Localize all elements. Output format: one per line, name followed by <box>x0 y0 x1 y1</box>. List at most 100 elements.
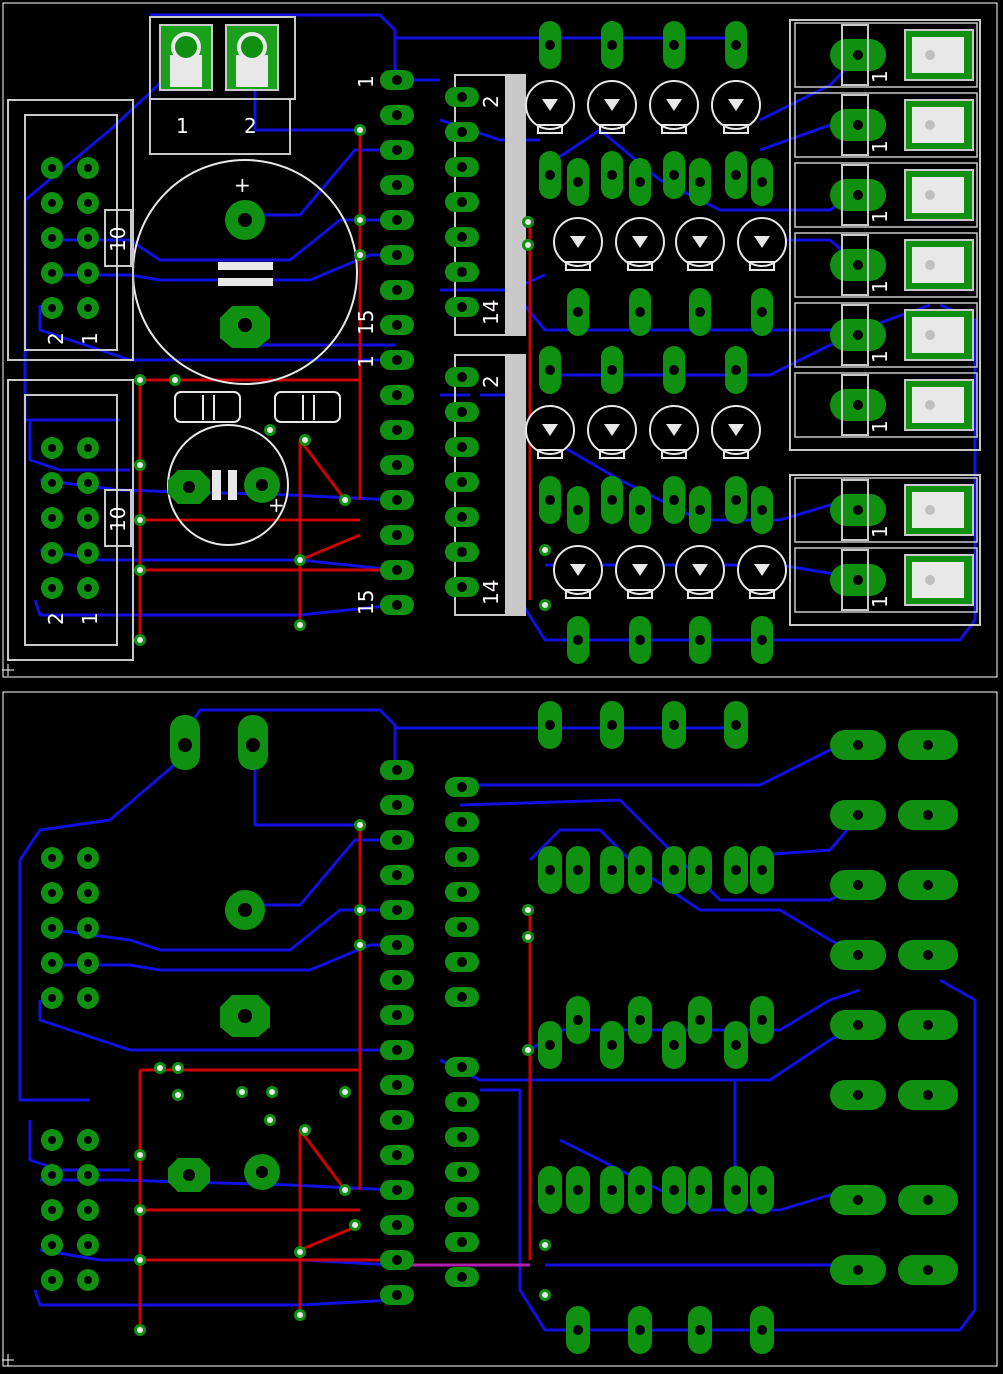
pad-hole <box>853 1265 863 1275</box>
pad-hole <box>457 1097 467 1107</box>
pad-hole <box>48 1206 56 1214</box>
pad-hole <box>392 197 402 207</box>
pad-hole <box>573 177 583 187</box>
pad-hole <box>669 865 679 875</box>
pad-hole <box>392 250 402 260</box>
via-hole <box>175 1065 181 1071</box>
pad-hole <box>757 307 767 317</box>
led-symbol <box>666 424 682 436</box>
terminal-pin1-label: 1 <box>868 525 892 538</box>
pad-hole <box>392 800 402 810</box>
pad-hole <box>392 1045 402 1055</box>
pad-hole <box>923 1265 933 1275</box>
pad-hole <box>635 177 645 187</box>
pad-hole <box>545 865 555 875</box>
via-hole <box>302 1127 308 1133</box>
via-hole <box>357 907 363 913</box>
pad-hole <box>392 600 402 610</box>
cap-plus-label: + <box>234 173 251 197</box>
pad-hole <box>923 950 933 960</box>
ic2-pin2-label: 2 <box>479 375 503 388</box>
led-symbol <box>570 564 586 576</box>
pad-hole <box>923 880 933 890</box>
ic-1: 1 15 2 14 <box>354 74 526 336</box>
pad-hole <box>392 110 402 120</box>
pad-hole <box>923 1090 933 1100</box>
pad-hole <box>457 92 467 102</box>
board-outline-top <box>2 2 998 678</box>
terminal-cell <box>794 232 978 298</box>
pad-hole <box>695 307 705 317</box>
via-hole <box>352 1222 358 1228</box>
pad-hole <box>48 444 56 452</box>
pad-hole <box>392 372 402 382</box>
pad-hole <box>84 889 92 897</box>
pad-hole <box>392 905 402 915</box>
pad-hole <box>731 495 741 505</box>
pad-hole <box>757 1325 767 1335</box>
pad-hole <box>48 1171 56 1179</box>
pad-hole <box>457 407 467 417</box>
pad-hole <box>392 320 402 330</box>
pad-hole <box>48 164 56 172</box>
header-pads <box>41 157 99 599</box>
pad-hole <box>457 162 467 172</box>
pad-hole <box>573 1325 583 1335</box>
led-symbol <box>604 99 620 111</box>
pad-hole <box>84 994 92 1002</box>
pad-hole <box>695 1185 705 1195</box>
pad-hole <box>392 765 402 775</box>
via-hole <box>157 1065 163 1071</box>
led-flat <box>687 589 713 599</box>
pad-hole <box>48 924 56 932</box>
pad-hole <box>573 1185 583 1195</box>
pad-hole <box>607 495 617 505</box>
hdr2-1-label: 1 <box>78 612 102 625</box>
pad-hole <box>457 1237 467 1247</box>
hdr1-10-label: 10 <box>106 227 130 252</box>
via-hole <box>137 1257 143 1263</box>
pad-hole <box>457 267 467 277</box>
pad-hole <box>853 575 863 585</box>
pad-hole <box>457 1167 467 1177</box>
via-hole <box>137 517 143 523</box>
via-hole <box>357 127 363 133</box>
terminal-cell <box>794 162 978 228</box>
pad-hole <box>853 505 863 515</box>
pad-hole <box>731 170 741 180</box>
pad-hole <box>669 365 679 375</box>
pad-hole <box>573 307 583 317</box>
pad-hole <box>757 865 767 875</box>
via-hole <box>267 427 273 433</box>
pad-hole <box>923 740 933 750</box>
small-capacitor: + <box>167 424 289 546</box>
pad-hole <box>731 365 741 375</box>
led-symbol <box>754 564 770 576</box>
via-hole <box>542 1292 548 1298</box>
potentiometer: 1 2 <box>149 16 296 155</box>
pad-hole <box>457 887 467 897</box>
pad-hole <box>669 1040 679 1050</box>
via-hole <box>137 567 143 573</box>
pad-hole <box>695 635 705 645</box>
pad-hole <box>545 495 555 505</box>
led-symbol <box>632 236 648 248</box>
via-hole <box>525 219 531 225</box>
via-hole <box>297 557 303 563</box>
via-hole <box>357 217 363 223</box>
led-symbol <box>692 236 708 248</box>
via-hole <box>342 497 348 503</box>
pad-hole <box>48 269 56 277</box>
terminal-cell <box>794 372 978 438</box>
pad-hole <box>457 442 467 452</box>
led-pads-bottom <box>538 701 774 1354</box>
pad-hole <box>392 870 402 880</box>
pad-hole <box>392 940 402 950</box>
pad-hole <box>731 1185 741 1195</box>
terminal-outline <box>841 304 869 366</box>
terminal-outline <box>841 234 869 296</box>
pad-hole <box>84 269 92 277</box>
pad-hole <box>695 1325 705 1335</box>
pad-hole <box>607 865 617 875</box>
